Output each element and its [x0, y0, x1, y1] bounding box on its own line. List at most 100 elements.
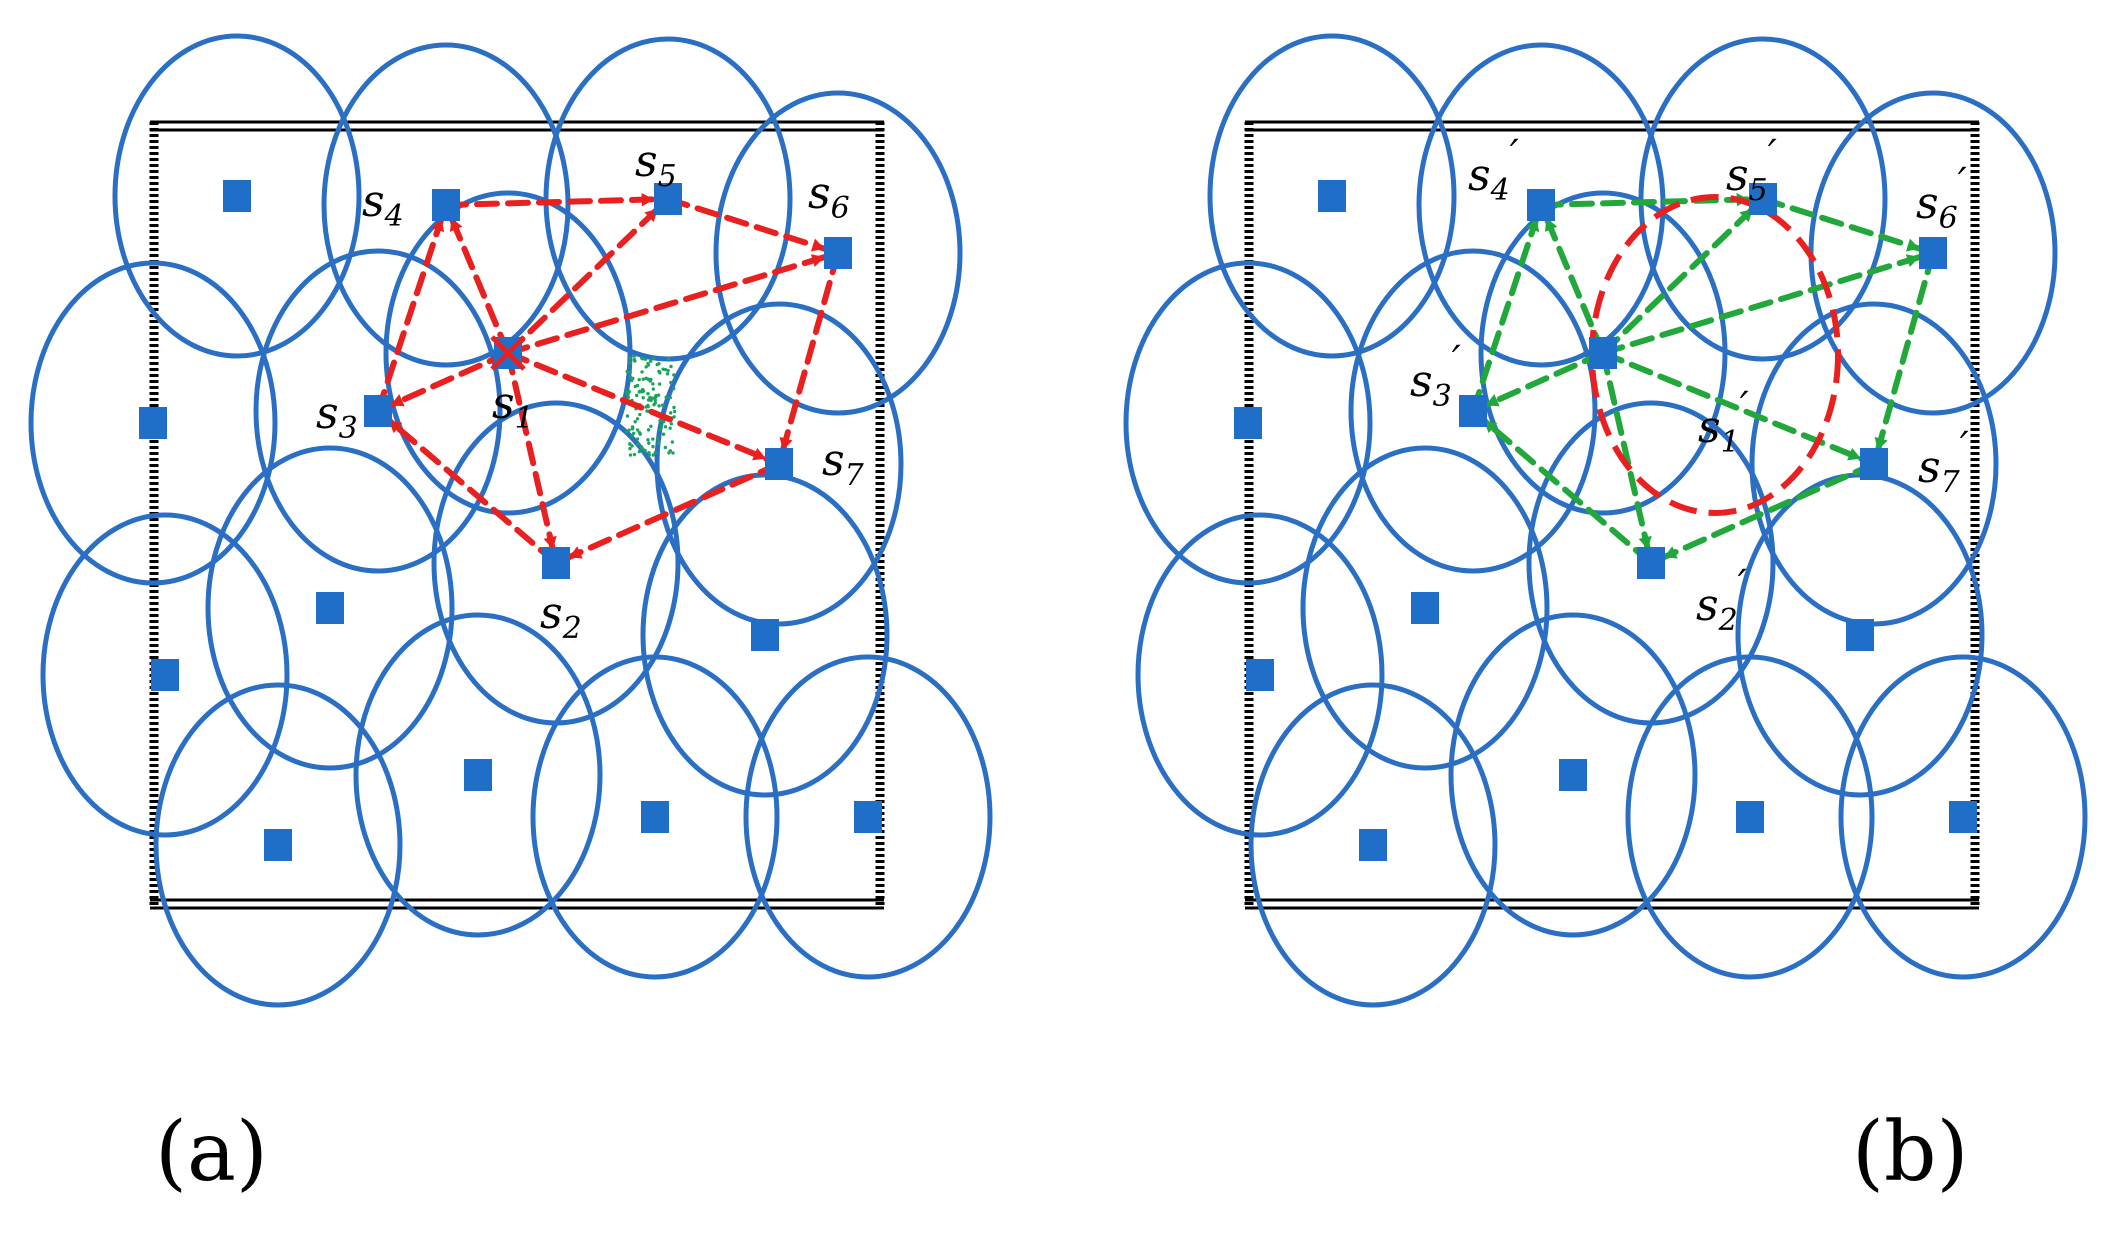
- sensor-node: [751, 619, 779, 651]
- sensor-node-s3: [364, 395, 392, 427]
- link-s1-s6: [1600, 250, 1936, 356]
- label-a-s1: s1: [492, 378, 534, 436]
- label-a-s5: s5: [635, 136, 677, 194]
- hole-dot: [630, 433, 634, 438]
- link-arrowhead: [1544, 217, 1558, 232]
- hole-dot: [635, 428, 640, 432]
- hole-dot: [635, 393, 639, 398]
- coverage-circle: [321, 42, 571, 368]
- coverage-circle: [153, 682, 403, 1008]
- hole-dot: [641, 377, 645, 381]
- link-arrowhead: [1663, 546, 1678, 559]
- hole-dot: [648, 379, 652, 383]
- link-s1-s5: [1600, 196, 1766, 356]
- hole-dot: [646, 392, 650, 396]
- link-s1-s6: [505, 250, 841, 356]
- hole-dot: [639, 445, 643, 449]
- hole-dot: [657, 382, 662, 386]
- coverage-circle: [431, 400, 681, 726]
- hole-dot: [665, 372, 670, 376]
- label-b-s4: s4′: [1468, 132, 1519, 208]
- hole-dot: [628, 375, 633, 379]
- link-s1-s3: [1470, 350, 1606, 414]
- label-a-s7: s7: [822, 435, 865, 493]
- link-arrowhead: [1905, 238, 1920, 252]
- hole-dot: [627, 428, 631, 432]
- sensor-node: [223, 180, 251, 212]
- hole-dot: [656, 393, 661, 397]
- coverage-circle: [1207, 33, 1457, 359]
- sensor-node: [316, 592, 344, 624]
- link-arrowhead: [568, 546, 583, 559]
- link-s3-s4: [375, 202, 449, 414]
- hole-dot: [644, 405, 648, 409]
- link-arrowhead: [1905, 254, 1920, 268]
- link-s7-s2: [553, 461, 782, 566]
- coverage-hole: [624, 354, 677, 457]
- link-s1-s3: [375, 350, 511, 414]
- hole-dot: [628, 370, 632, 375]
- link-arrowhead: [431, 218, 445, 233]
- hole-dot: [658, 428, 662, 432]
- hole-dot: [660, 403, 665, 407]
- link-s1-s2: [1600, 350, 1654, 566]
- sensor-node: [139, 407, 167, 439]
- sensor-node: [1411, 592, 1439, 624]
- coverage-circle: [1123, 260, 1373, 586]
- label-b-s1: s1′: [1698, 384, 1749, 460]
- link-s1-s4: [443, 202, 511, 356]
- hole-dot: [638, 412, 642, 417]
- hole-dot: [653, 450, 658, 455]
- coverage-circle: [1135, 512, 1385, 838]
- hole-dot: [663, 445, 668, 450]
- link-s5-s6: [665, 196, 841, 256]
- coverage-circle: [1248, 682, 1498, 1008]
- link-arrowhead: [1483, 420, 1498, 434]
- coverage-circle: [743, 654, 993, 980]
- hole-dot: [646, 428, 651, 432]
- sensor-node: [1234, 407, 1262, 439]
- link-arrowhead: [1847, 447, 1862, 461]
- caption-panel-a: (a): [155, 1105, 268, 1200]
- hole-dot: [672, 409, 677, 414]
- sensor-node-s4: [1527, 189, 1555, 221]
- hole-dot: [672, 405, 676, 410]
- hole-dot: [658, 371, 662, 375]
- hole-dot: [652, 356, 656, 361]
- link-s1-s2: [505, 350, 559, 566]
- link-s5-s6: [1760, 196, 1936, 256]
- sensor-node: [1318, 180, 1346, 212]
- hole-dot: [670, 440, 675, 444]
- label-a-s6: s6: [808, 168, 850, 226]
- hole-dot: [661, 432, 666, 436]
- sensor-nodes: [1234, 180, 1977, 861]
- coverage-circle: [1416, 42, 1666, 368]
- sensor-labels: s1′s2′s3′s4′s5′s6′s7′: [1410, 132, 1969, 638]
- hole-dot: [657, 404, 661, 408]
- label-a-s2: s2: [540, 588, 582, 646]
- coverage-circle: [1300, 445, 1550, 771]
- neighbor-links: [375, 193, 841, 566]
- sensor-node-s3: [1459, 395, 1487, 427]
- hole-dot: [632, 354, 636, 358]
- link-s6-s7: [776, 250, 841, 467]
- sensor-node-s2: [1637, 547, 1665, 579]
- hole-dot: [625, 414, 630, 418]
- hole-dot: [628, 453, 633, 457]
- hole-dot: [651, 382, 655, 386]
- sensor-node: [854, 801, 882, 833]
- sensor-node-s4: [432, 189, 460, 221]
- hole-dot: [636, 442, 640, 447]
- hole-dot: [653, 398, 657, 402]
- hole-dot: [654, 393, 658, 398]
- hole-dot: [640, 357, 645, 361]
- caption-panel-b: (b): [1852, 1105, 1968, 1200]
- hole-dot: [666, 357, 671, 361]
- link-arrowhead: [779, 436, 793, 451]
- hole-dot: [632, 358, 637, 362]
- hole-dot: [644, 376, 648, 381]
- hole-dot: [644, 365, 648, 369]
- sensor-nodes: [139, 180, 882, 861]
- sensor-node-s7: [1860, 448, 1888, 480]
